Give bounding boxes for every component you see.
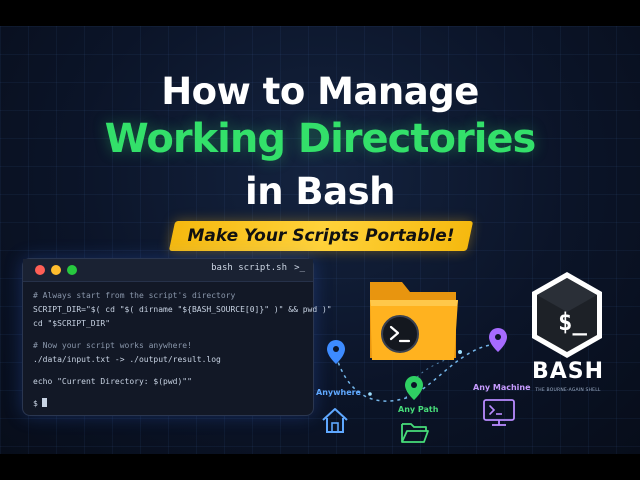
open-folder-icon: [401, 423, 429, 443]
code-line: ./data/input.txt -> ./output/result.log: [33, 355, 221, 364]
location-label-any-path: Any Path: [398, 405, 439, 414]
terminal-titlebar: bash script.sh >_: [23, 259, 313, 282]
monitor-terminal-icon: [483, 399, 515, 426]
code-spacer: [33, 331, 307, 339]
bash-logo-icon: $_: [532, 272, 602, 358]
location-pin-icon: [405, 376, 423, 400]
prompt-line: $: [33, 397, 307, 411]
prompt-symbol: $: [33, 399, 38, 408]
code-block: # Always start from the script's directo…: [33, 289, 332, 411]
title-line-2: Working Directories: [104, 116, 537, 162]
location-label-any-machine: Any Machine: [473, 383, 531, 392]
code-spacer: [33, 367, 307, 375]
folder-icon: [370, 282, 458, 360]
home-icon: [322, 408, 348, 433]
maximize-dot-icon: [67, 265, 77, 275]
code-line: SCRIPT_DIR="$( cd "$( dirname "${BASH_SO…: [33, 305, 332, 314]
code-line: echo "Current Directory: $(pwd)"": [33, 377, 192, 386]
title-line-1: How to Manage: [161, 70, 479, 113]
code-line: # Always start from the script's directo…: [33, 291, 236, 300]
banner-text: Make Your Scripts Portable!: [187, 226, 455, 246]
bash-glyph: $_: [558, 308, 587, 336]
title-line-3: in Bash: [245, 170, 395, 213]
bash-logo-text: BASH: [531, 359, 605, 384]
location-label-anywhere: Anywhere: [316, 388, 361, 397]
terminal-title: bash script.sh: [211, 263, 287, 273]
location-pin-icon: [327, 340, 345, 364]
code-line: # Now your script works anywhere!: [33, 341, 192, 350]
location-pin-icon: [489, 328, 507, 352]
code-spacer: [33, 389, 307, 397]
journey-path: [327, 328, 507, 402]
cursor-icon: [41, 398, 47, 407]
terminal-prompt-icon: [381, 315, 419, 353]
terminal-prompt-icon: >_: [294, 263, 305, 273]
code-line: cd "$SCRIPT_DIR": [33, 319, 111, 328]
close-dot-icon: [35, 265, 45, 275]
minimize-dot-icon: [51, 265, 61, 275]
terminal-window: bash script.sh >_ # Always start from th…: [22, 258, 332, 416]
thumbnail-canvas: How to Manage Working Directories in Bas…: [0, 26, 640, 454]
bash-logo-subtitle: THE BOURNE-AGAIN SHELL: [535, 388, 601, 393]
